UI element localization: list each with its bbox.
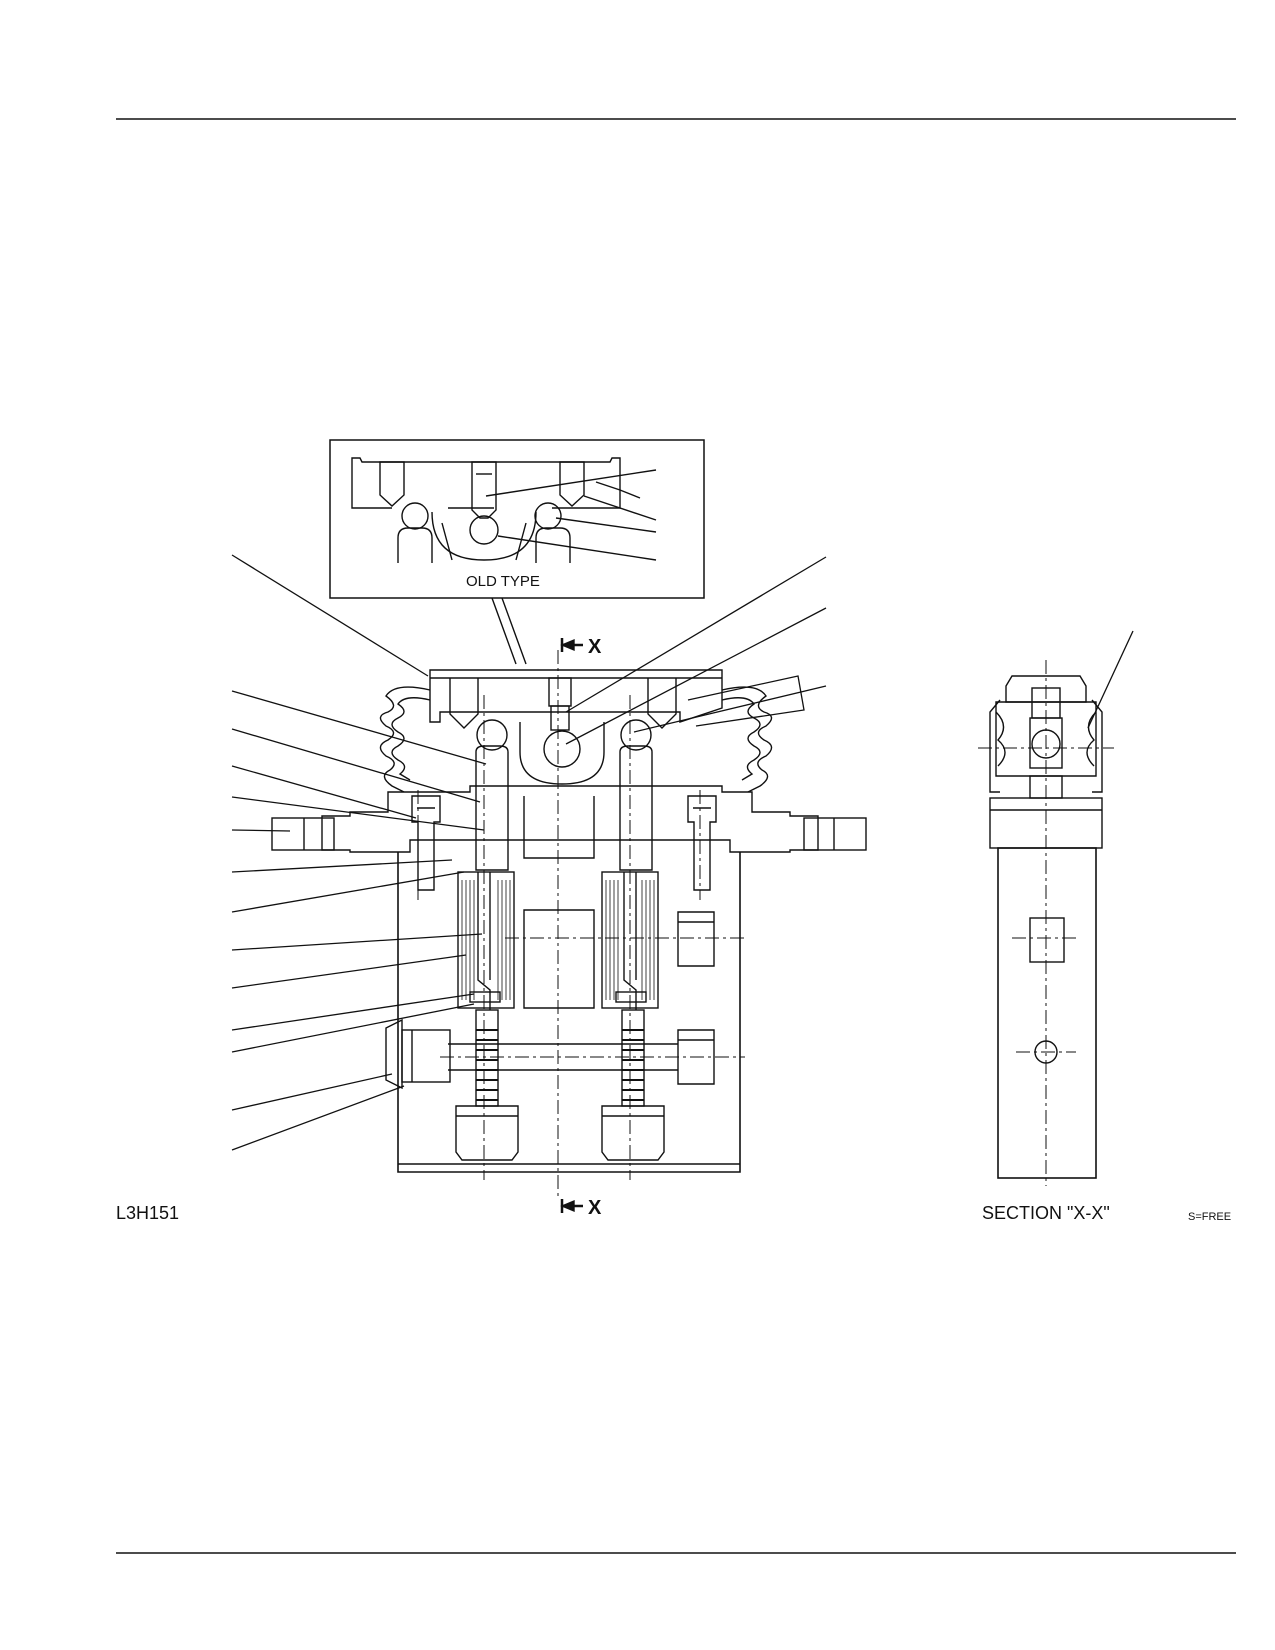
- inset-center-plug: [471, 461, 497, 519]
- spool-left: [477, 872, 491, 1010]
- figure-id: L3H151: [116, 1203, 179, 1223]
- top-plate: [429, 669, 723, 723]
- old-type-inset: OLD TYPE: [329, 439, 705, 665]
- svg-text:X: X: [588, 1197, 602, 1219]
- inset-cam: [431, 511, 537, 561]
- section-ball: [1031, 729, 1061, 759]
- inset-body-top: [351, 457, 621, 470]
- main-leader-lines: [231, 554, 827, 1151]
- inset-pusher-left: [397, 527, 433, 563]
- inset-pusher-right: [535, 527, 571, 563]
- section-plug-stem: [1029, 717, 1063, 769]
- bellows-right-inner: [721, 697, 761, 781]
- section-port: [1029, 917, 1065, 963]
- inset-frame: [329, 439, 705, 599]
- inset-guide-lines: [441, 522, 527, 561]
- main-section-view: [271, 650, 867, 1196]
- spring-seat-right: [615, 991, 647, 1003]
- section-body: [997, 847, 1097, 1179]
- inset-bolt-left: [379, 461, 405, 507]
- plunger-right: [619, 745, 653, 871]
- section-boot-outer: [989, 699, 1103, 793]
- flange-bolt-right: [687, 795, 717, 891]
- bottom-cap-right: [601, 1105, 665, 1161]
- spring-chamber-right: [601, 871, 659, 1009]
- bellows-left-inner: [391, 697, 431, 781]
- center-plug: [548, 677, 572, 707]
- section-boot: [995, 711, 1097, 767]
- valve-body: [397, 852, 741, 1173]
- section-marker-top: X: [560, 636, 602, 658]
- svg-text:X: X: [588, 636, 602, 658]
- section-title: SECTION "X-X": [982, 1203, 1110, 1223]
- spool-right: [623, 872, 637, 1010]
- bottom-cap-left: [455, 1105, 519, 1161]
- section-x-x-view: [978, 630, 1134, 1186]
- section-hole: [1034, 1040, 1058, 1064]
- port-lower: [677, 1029, 715, 1085]
- cam-saddle: [519, 722, 605, 785]
- inset-cam-ball: [469, 515, 499, 545]
- inset-leader-3: [555, 517, 657, 533]
- central-cavity: [523, 909, 595, 1009]
- inset-leader-5: [595, 481, 641, 499]
- inset-body-bottom: [351, 470, 621, 509]
- inset-label: OLD TYPE: [466, 573, 540, 590]
- port-upper: [677, 911, 715, 967]
- housing-bore-top: [523, 796, 595, 859]
- ball-right: [620, 719, 652, 751]
- inset-pointer-b: [501, 597, 527, 665]
- inset-pointer-a: [491, 597, 517, 665]
- inset-bolt-right: [559, 461, 585, 507]
- section-head: [995, 701, 1097, 777]
- scale-note: S=FREE: [1188, 1211, 1231, 1223]
- plunger-left: [475, 745, 509, 871]
- section-marker-bottom: X: [560, 1197, 602, 1219]
- flange-ear-left: [271, 817, 335, 851]
- spring-seat-left: [469, 991, 501, 1003]
- inset-leader-4: [497, 535, 657, 561]
- inset-leader-2: [583, 495, 657, 521]
- spring-chamber-left: [457, 871, 515, 1009]
- inset-leader-1: [485, 469, 657, 497]
- cam-ball: [543, 730, 581, 768]
- side-plug-head: [385, 1018, 403, 1090]
- plate-bolt-left: [449, 678, 479, 729]
- bellows-right-outer: [721, 686, 773, 793]
- inset-ball-left: [401, 502, 429, 530]
- inset-ball-right: [534, 502, 562, 530]
- center-plug-stem: [550, 705, 570, 731]
- ball-left: [476, 719, 508, 751]
- threaded-stem-right: [621, 1009, 645, 1107]
- bellows-left-outer: [379, 686, 431, 793]
- section-leader: [1087, 630, 1134, 729]
- plate-bolt-right: [647, 678, 677, 729]
- flange-ear-right: [803, 817, 867, 851]
- spring-coils: [461, 880, 655, 1000]
- threaded-stem-left: [475, 1009, 499, 1107]
- mounting-flange: [321, 785, 819, 853]
- side-plug-body: [401, 1029, 451, 1083]
- flange-bolt-left: [411, 795, 441, 891]
